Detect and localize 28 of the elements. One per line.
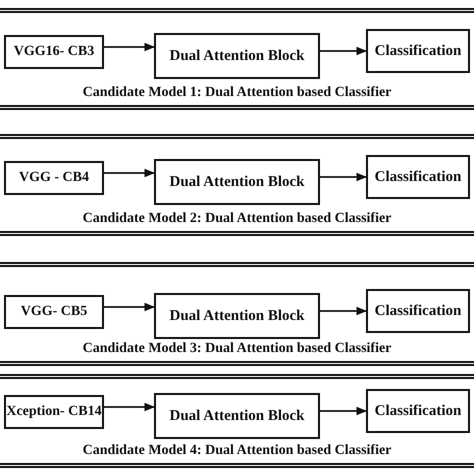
panel-caption: Candidate Model 1: Dual Attention based Classifier [82,85,392,101]
process-box: VGG- CB5 [4,295,104,329]
process-box: Classification [366,289,470,333]
panel-caption: Candidate Model 3: Dual Attention based Classifier [82,341,392,357]
model-panel [0,134,474,236]
arrow [104,168,156,178]
process-box: VGG - CB4 [4,161,104,195]
model-panel [0,374,474,468]
process-box: Classification [366,155,470,199]
arrow [104,402,156,412]
process-box: Classification [366,389,470,433]
process-box: Dual Attention Block [154,293,320,339]
arrow [320,172,368,182]
panel-caption: Candidate Model 4: Dual Attention based Classifier [82,443,392,459]
process-box: Dual Attention Block [154,33,320,79]
arrow [320,406,368,416]
arrow [104,302,156,312]
arrow [104,42,156,52]
process-box: Dual Attention Block [154,393,320,439]
process-box: Dual Attention Block [154,159,320,205]
process-box: Classification [366,29,470,73]
process-box: VGG16- CB3 [4,35,104,69]
arrow [320,46,368,56]
panel-caption: Candidate Model 2: Dual Attention based Classifier [82,211,392,227]
model-panel [0,8,474,110]
arrow [320,306,368,316]
model-panel [0,262,474,366]
process-box: Xception- CB14 [4,395,104,429]
